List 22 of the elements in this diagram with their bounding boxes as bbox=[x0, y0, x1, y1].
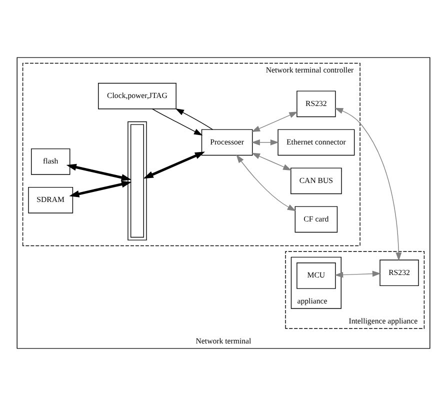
arrow bbox=[175, 108, 213, 130]
node-bar bbox=[128, 121, 147, 240]
node-box: MCU bbox=[296, 262, 336, 289]
arrow bbox=[152, 108, 203, 136]
arrow bbox=[251, 139, 279, 146]
arrow bbox=[334, 270, 381, 278]
node-box: Clock,power,JTAG bbox=[98, 82, 176, 110]
node-box: SDRAM bbox=[28, 186, 74, 214]
node-box: RS232 bbox=[380, 260, 419, 286]
arrow bbox=[66, 164, 132, 181]
node-box: Processoer bbox=[201, 129, 253, 156]
arrow bbox=[143, 152, 206, 179]
arrow bbox=[251, 152, 292, 170]
arrow bbox=[334, 108, 402, 262]
arrow bbox=[236, 154, 296, 212]
node-box: RS232 bbox=[296, 90, 336, 118]
node-box: Ethernet connector bbox=[278, 129, 355, 156]
arrow bbox=[69, 180, 132, 198]
node-box: CAN BUS bbox=[290, 168, 342, 194]
arrow bbox=[251, 112, 298, 132]
node-box: flash bbox=[31, 148, 70, 175]
node-box: CF card bbox=[294, 206, 338, 233]
